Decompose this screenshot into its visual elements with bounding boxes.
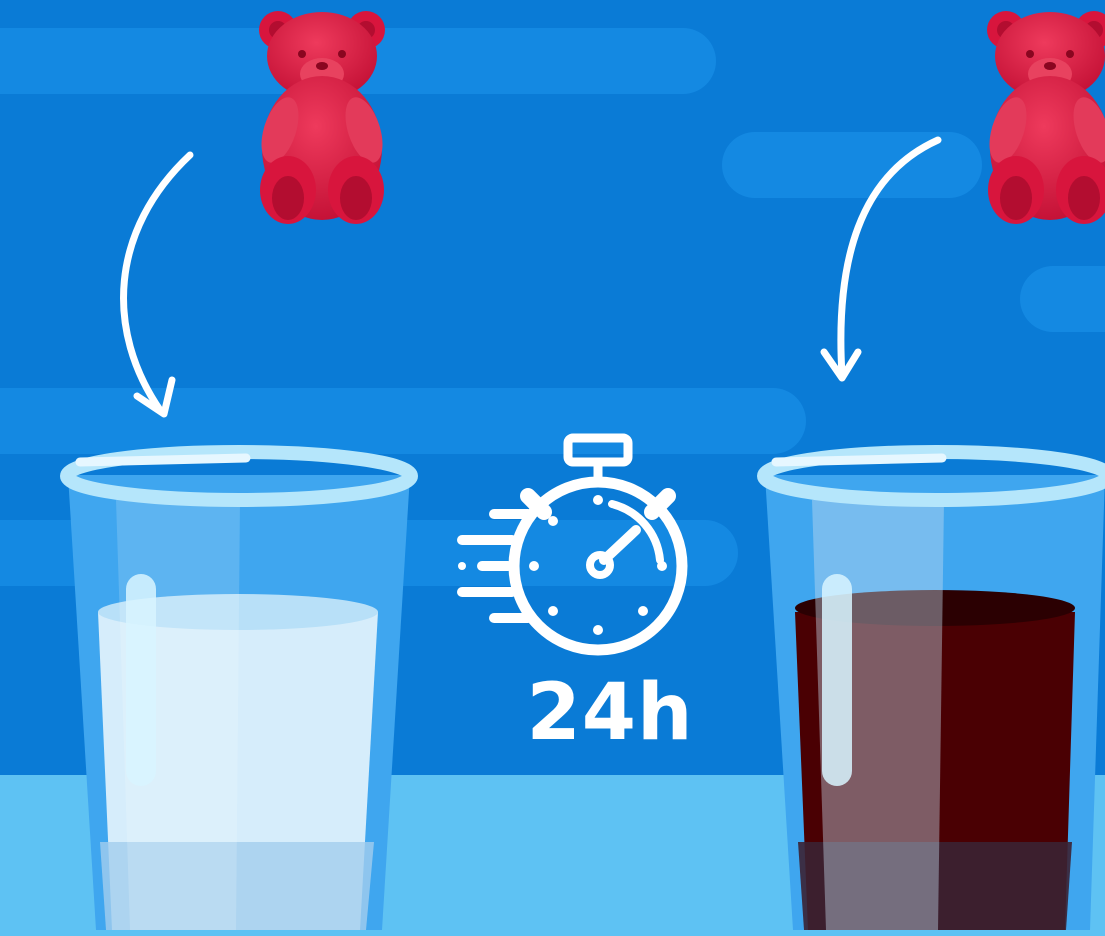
- glass-right: [764, 452, 1105, 930]
- glass-left: [67, 452, 411, 930]
- gummy-bear-left: [254, 11, 389, 224]
- gummy-bear-right: [982, 11, 1105, 224]
- duration-label: 24h: [520, 668, 700, 758]
